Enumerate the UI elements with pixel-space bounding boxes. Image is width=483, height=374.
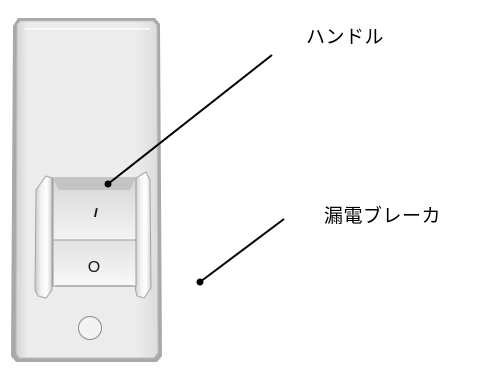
- rocker-guards: [34, 171, 152, 299]
- handle-label: ハンドル: [306, 26, 385, 48]
- breaker-label: 漏電ブレーカ: [324, 205, 442, 227]
- switch-on-mark: I: [92, 205, 99, 220]
- breaker-leader-line: [199, 218, 285, 283]
- test-button: [78, 316, 102, 340]
- handle-leader-dot: [104, 180, 112, 188]
- breaker-leader-dot: [196, 278, 204, 286]
- handle-leader-line: [107, 54, 273, 185]
- rocker-handle: [52, 177, 137, 287]
- switch-off-mark: O: [88, 259, 100, 276]
